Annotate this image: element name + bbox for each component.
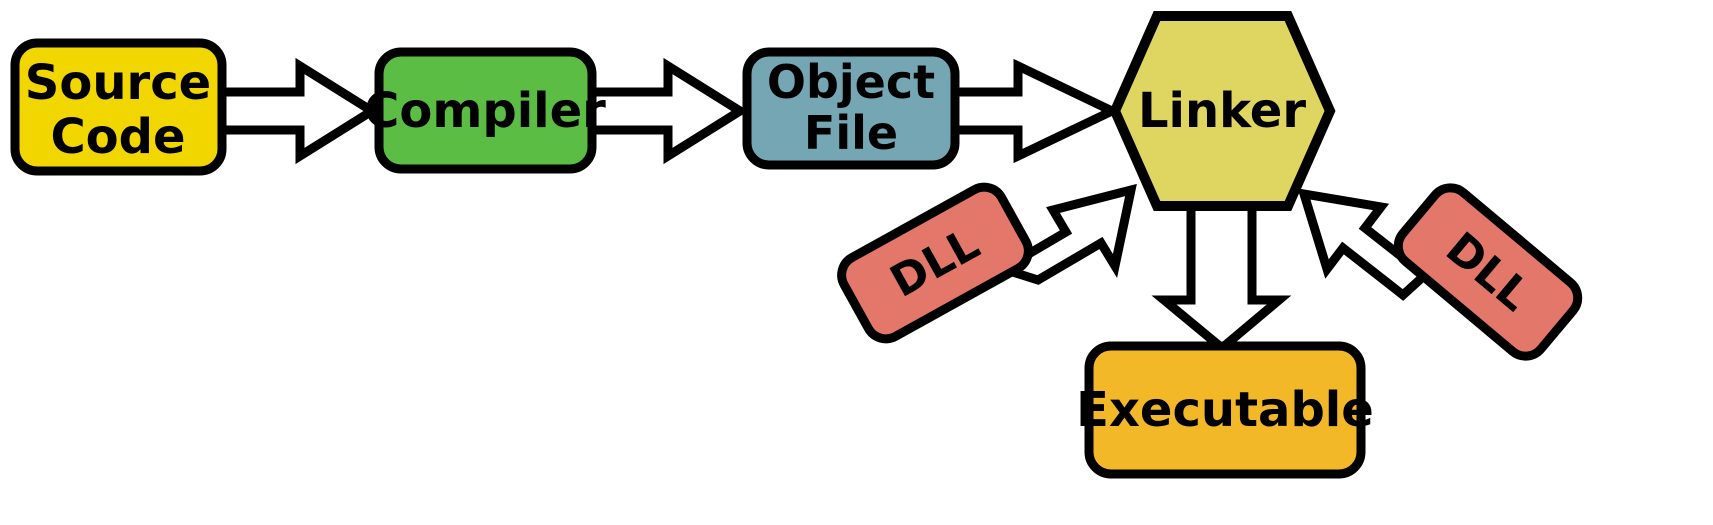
arrow-shape-right (587, 57, 749, 165)
linker-hexagon[interactable] (1109, 11, 1336, 211)
arrow-compiler-to-object (587, 57, 749, 165)
node-source-code[interactable]: Source Code (10, 38, 227, 176)
node-compiler[interactable]: Compiler (364, 47, 606, 174)
dll-left-box[interactable] (834, 180, 1035, 346)
arrow-linker-to-executable (1151, 191, 1292, 354)
node-linker[interactable]: Linker (1109, 11, 1336, 211)
arrow-shape-up-left (1297, 188, 1432, 301)
source-code-label-line1: Source (25, 55, 211, 111)
object-file-label-line1: Object (767, 55, 935, 109)
arrow-shape-up-right (991, 183, 1137, 285)
arrow-shape-right (217, 57, 381, 165)
source-code-label-line2: Code (50, 109, 185, 165)
source-code-box[interactable] (10, 38, 227, 176)
node-dll-right[interactable]: DLL (1390, 180, 1586, 365)
arrow-dll-right-to-linker (1297, 188, 1432, 301)
dll-right-box[interactable] (1390, 180, 1586, 365)
compiler-label: Compiler (364, 83, 606, 139)
node-executable[interactable]: Executable (1076, 341, 1374, 479)
arrow-object-to-linker (950, 58, 1123, 164)
object-file-box[interactable] (742, 47, 960, 170)
node-dll-left[interactable]: DLL (834, 180, 1035, 346)
node-object-file[interactable]: Object File (742, 47, 960, 170)
object-file-label-line2: File (804, 106, 898, 160)
linker-label: Linker (1138, 83, 1306, 139)
compiler-box[interactable] (374, 47, 597, 174)
executable-box[interactable] (1084, 341, 1366, 479)
executable-label: Executable (1076, 382, 1374, 438)
arrow-dll-left-to-linker (991, 183, 1137, 285)
arrow-source-to-compiler (217, 57, 381, 165)
arrow-shape-down (1151, 191, 1292, 354)
arrow-shape-right (950, 58, 1123, 164)
